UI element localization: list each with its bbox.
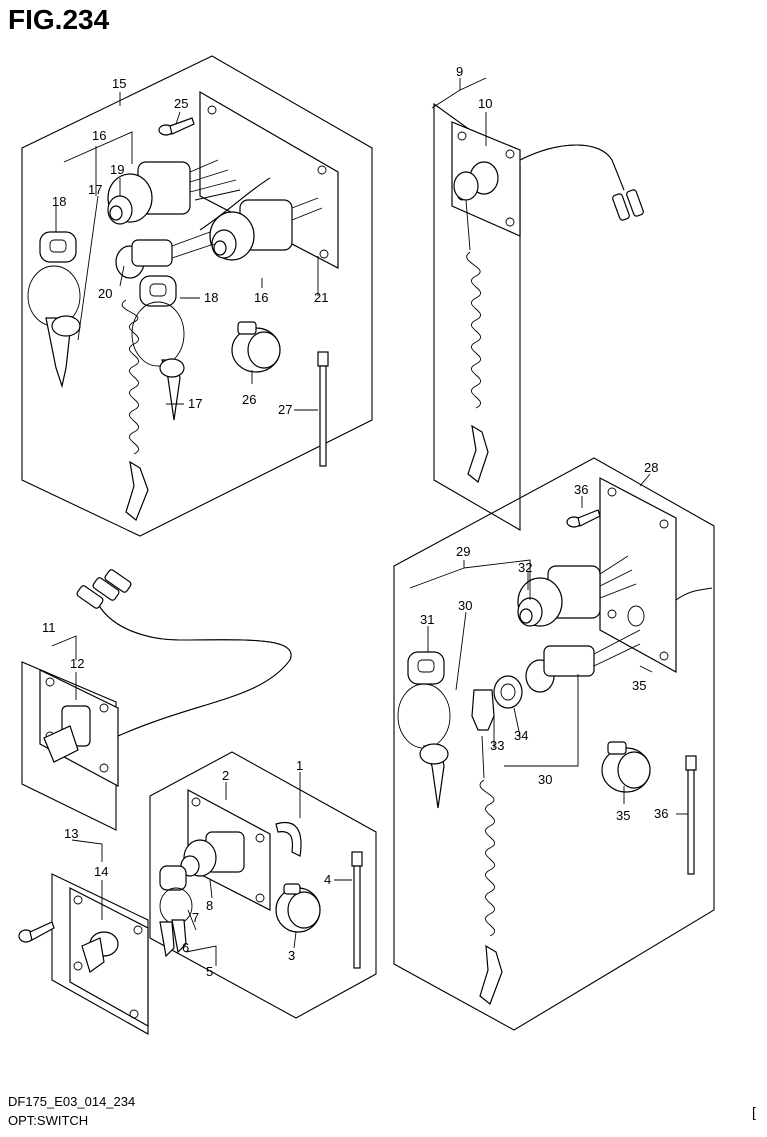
callout-16a: 16 xyxy=(92,128,106,143)
nut-32 xyxy=(493,675,523,709)
callout-7: 7 xyxy=(192,910,199,925)
callout-32: 34 xyxy=(514,728,528,743)
callout-23: 26 xyxy=(242,392,256,407)
callout-16b: 16 xyxy=(254,290,268,305)
callout-5: 5 xyxy=(206,964,213,979)
callout-3: 3 xyxy=(288,948,295,963)
callout-24: 27 xyxy=(278,402,292,417)
callout-11: 11 xyxy=(42,620,56,635)
footer-figure-name: OPT:SWITCH xyxy=(8,1113,89,1128)
clip-31 xyxy=(471,689,495,731)
callout-29: 32 xyxy=(518,560,532,575)
callout-28: 31 xyxy=(420,612,434,627)
coil-lanyard-right xyxy=(479,735,503,1005)
coil-lanyard-top-right xyxy=(465,199,489,484)
callout-8: 8 xyxy=(206,898,213,913)
key-18-left xyxy=(27,231,81,389)
callout-14: 14 xyxy=(94,864,108,879)
mount-plate-33 xyxy=(599,477,677,674)
key-18-right xyxy=(131,275,185,421)
screw-34 xyxy=(566,509,601,528)
group-frame-25 xyxy=(393,457,715,1031)
footer-figure-code: DF175_E03_014_234 xyxy=(8,1094,136,1109)
screw-13 xyxy=(18,921,55,943)
mount-plate xyxy=(199,90,339,269)
callout-13: 13 xyxy=(64,826,78,841)
callout-1: 1 xyxy=(296,758,303,773)
screw-22 xyxy=(158,117,195,136)
callout-2: 2 xyxy=(222,768,229,783)
page-mark: [ xyxy=(752,1104,756,1120)
key-switch-19 xyxy=(107,159,241,225)
boot-35 xyxy=(601,741,651,793)
callout-20: 20 xyxy=(98,286,112,301)
callout-17a: 17 xyxy=(88,182,102,197)
cable-tie-24 xyxy=(317,351,329,467)
callout-19: 19 xyxy=(110,162,124,177)
callout-22: 25 xyxy=(174,96,188,111)
figure-title: FIG.234 xyxy=(8,4,110,35)
callout-31: 33 xyxy=(490,738,504,753)
callout-36: 36 xyxy=(654,806,668,821)
key-28 xyxy=(397,651,451,809)
group-frame-1 xyxy=(149,751,377,1019)
group-frame-15 xyxy=(21,55,373,537)
callout-labels: 15 25 16 19 18 17 20 18 16 21 17 26 27 9… xyxy=(42,64,668,979)
group-frame-13 xyxy=(51,873,149,1035)
callout-21: 21 xyxy=(314,290,328,305)
callout-6: 6 xyxy=(182,940,189,955)
callout-26: 29 xyxy=(456,544,470,559)
group-frame-11 xyxy=(21,661,117,831)
callout-35: 35 xyxy=(616,808,630,823)
boot-23 xyxy=(231,321,281,373)
callout-18b: 18 xyxy=(204,290,218,305)
stop-switch-20 xyxy=(115,231,215,279)
callout-30: 30 xyxy=(538,772,552,787)
callout-4: 4 xyxy=(324,872,331,887)
switch-12 xyxy=(39,569,292,788)
cable-tie-36 xyxy=(685,755,697,875)
plate-2 xyxy=(180,788,302,911)
switch-14 xyxy=(69,887,149,1028)
leader-lines xyxy=(51,77,688,966)
stop-switch-10 xyxy=(451,121,644,237)
coil-lanyard-left xyxy=(121,299,149,521)
callout-33: 35 xyxy=(632,678,646,693)
callout-34: 36 xyxy=(574,482,588,497)
callout-12: 12 xyxy=(70,656,84,671)
callout-27: 30 xyxy=(458,598,472,613)
key-switch-29 xyxy=(517,555,637,627)
callout-15: 15 xyxy=(112,76,126,91)
callout-18a: 18 xyxy=(52,194,66,209)
cable-tie-4 xyxy=(351,851,363,969)
callout-9: 9 xyxy=(456,64,463,79)
callout-10: 10 xyxy=(478,96,492,111)
boot-3 xyxy=(275,883,321,933)
stop-switch-30 xyxy=(525,629,641,693)
callout-17b: 17 xyxy=(188,396,202,411)
key-set-5 xyxy=(159,865,193,958)
key-switch-16 xyxy=(209,197,323,261)
callout-25: 28 xyxy=(644,460,658,475)
